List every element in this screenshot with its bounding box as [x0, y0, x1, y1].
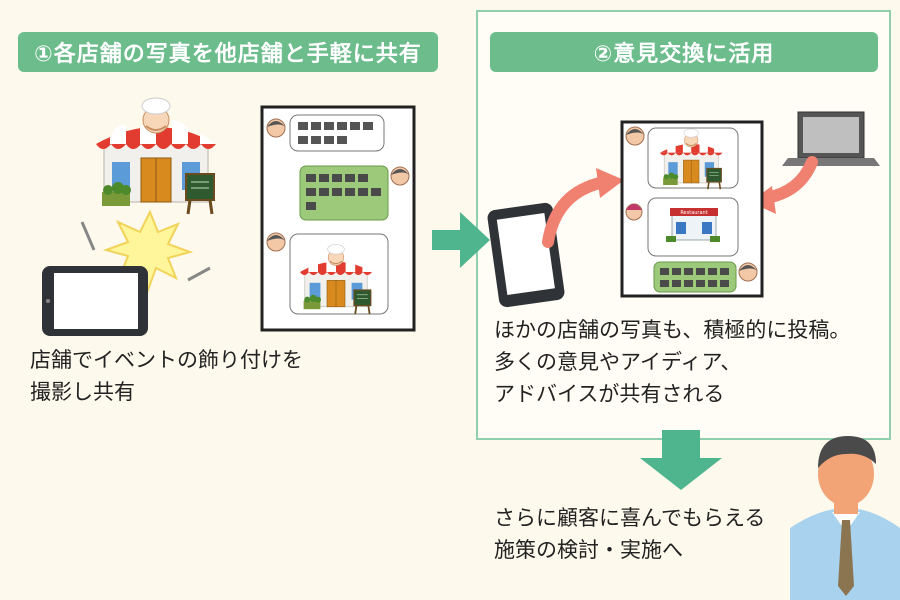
caption-line: アドバイスが共有される	[494, 382, 725, 406]
caption-line: 施策の検討・実施へ	[494, 538, 683, 562]
restaurant-illustration: Restaurant	[666, 208, 720, 242]
caption-line: さらに顧客に喜んでもらえる	[494, 506, 766, 530]
shop-illustration	[94, 96, 218, 216]
chat-screen-step2: Restaurant	[620, 120, 764, 298]
caption-line: 多くの意見やアイディア、	[494, 350, 742, 374]
next-arrow	[432, 212, 490, 268]
step2-caption: ほかの店舗の写真も、積極的に投稿。 多くの意見やアイディア、 アドバイスが共有さ…	[494, 314, 850, 410]
caption-line: ほかの店舗の写真も、積極的に投稿。	[494, 318, 851, 342]
chat-screen-step1	[260, 105, 416, 332]
result-arrow	[640, 430, 722, 490]
businessman-illustration	[790, 436, 900, 600]
laptop-icon	[782, 111, 880, 166]
post-arrow-head	[596, 168, 624, 198]
post-arrow	[542, 176, 610, 248]
step1-title: ①各店舗の写真を他店舗と手軽に共有	[18, 32, 438, 72]
store-sign: Restaurant	[680, 210, 707, 216]
flash-line	[80, 221, 96, 251]
step2-title: ②意見交換に活用	[490, 32, 878, 72]
tablet-icon	[42, 266, 148, 336]
flash-line	[187, 266, 211, 282]
step1-caption: 店舗でイベントの飾り付けを 撮影し共有	[30, 344, 303, 408]
caption-line: 店舗でイベントの飾り付けを	[30, 348, 303, 372]
caption-line: 撮影し共有	[30, 380, 135, 404]
result-caption: さらに顧客に喜んでもらえる 施策の検討・実施へ	[494, 502, 765, 566]
